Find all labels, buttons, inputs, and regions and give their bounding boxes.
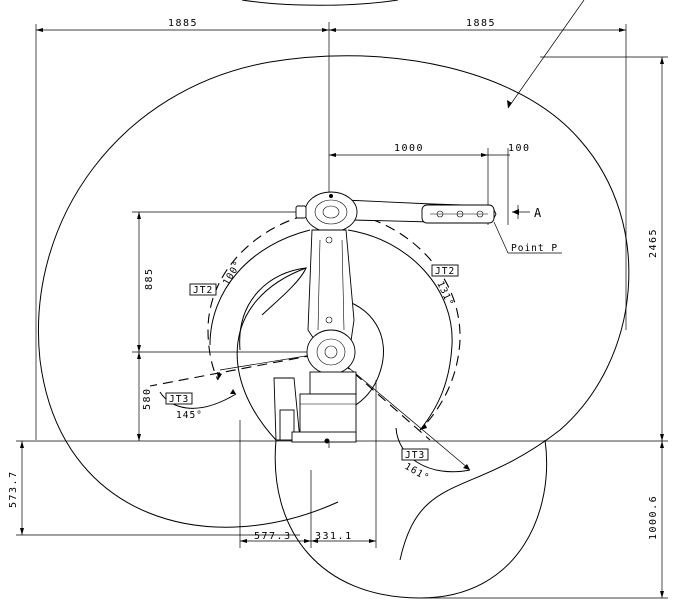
jt3-left-label: JT3 (169, 394, 189, 405)
dim-jt2-to-top: 885 (144, 267, 155, 290)
robot-arm (273, 191, 497, 444)
jt3-right-angle: 161° (403, 461, 432, 484)
dimension-arrowheads (20, 28, 664, 598)
dim-top-left-width: 1885 (168, 18, 198, 29)
jt3-left-angle: 145° (176, 410, 203, 421)
point-p-label: Point P (511, 243, 558, 254)
inner-envelope-left (236, 267, 307, 441)
inner-envelope-spiral (239, 267, 307, 351)
arrow-a-label: A (534, 206, 543, 220)
upper-envelope-arc (241, 0, 399, 6)
jt2-left-label: JT2 (193, 285, 213, 296)
dimension-labels: 1885 1885 1000 100 2465 885 580 573.7 10… (8, 18, 659, 542)
jt2-left-solid-arc (209, 229, 311, 346)
jt2-right-dashed-arc (339, 211, 461, 431)
jt2-left-dashed-arc (207, 211, 321, 381)
jt3-right-arc (395, 427, 471, 473)
jt3-right-label: JT3 (405, 450, 425, 461)
jt2-right-label: JT2 (435, 266, 455, 277)
dim-below-base-right: 1000.6 (648, 495, 659, 540)
dim-below-base-left: 573.7 (8, 470, 19, 508)
dim-total-height: 2465 (648, 228, 659, 258)
dim-arm-reach: 1000 (394, 143, 424, 154)
annotation-labels: A Point P JT2 100° JT2 131° JT3 145° JT3… (165, 206, 558, 484)
dim-wrist-offset: 100 (508, 143, 531, 154)
dim-left-offset: 577.3 (254, 531, 292, 542)
jt3-left-dashed-line (149, 351, 331, 387)
jt2-right-angle: 131° (434, 280, 455, 309)
jt3-left-arc (159, 391, 237, 409)
outer-envelope-boundary (38, 55, 630, 561)
dim-top-right-width: 1885 (466, 18, 496, 29)
dim-jt2-height: 580 (142, 387, 153, 410)
jt2-right-solid-arc (347, 229, 453, 431)
dim-right-offset: 331.1 (315, 531, 353, 542)
